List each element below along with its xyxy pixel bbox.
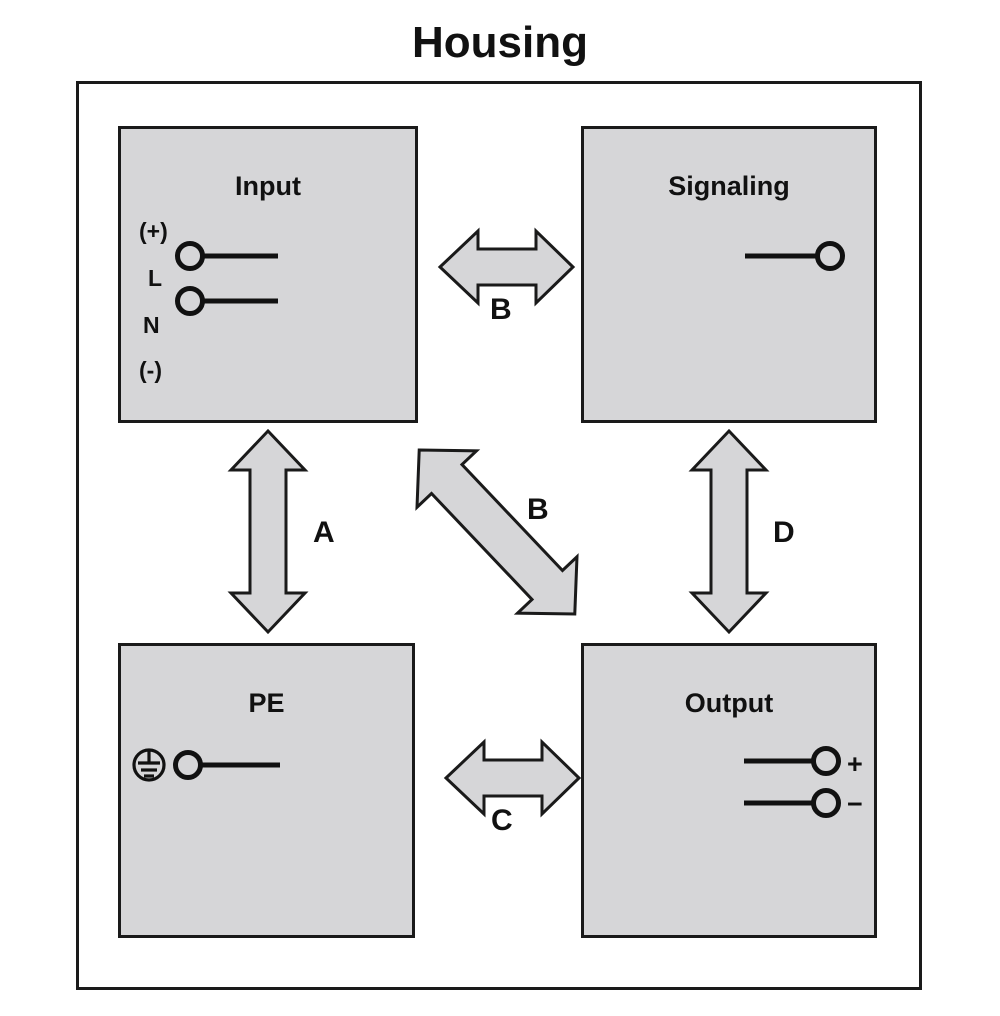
block-output[interactable]: Output + − <box>581 643 877 938</box>
page-title: Housing <box>412 18 588 67</box>
block-signaling-title: Signaling <box>668 171 790 201</box>
input-terminal-label-n: N <box>143 312 160 338</box>
output-terminal-graphics <box>744 746 841 818</box>
block-pe-title: PE <box>248 688 285 718</box>
input-terminal-label-minus: (-) <box>139 357 162 383</box>
arrow-label-b-top: B <box>490 293 512 326</box>
housing-boundary <box>76 81 922 990</box>
block-input[interactable]: Input (+) L N (-) <box>118 126 418 423</box>
block-pe[interactable]: PE <box>118 643 415 938</box>
output-terminal-label-negative: − <box>847 789 863 819</box>
arrow-label-d: D <box>773 516 795 549</box>
arrow-label-c: C <box>491 804 513 837</box>
block-signaling[interactable]: Signaling <box>581 126 877 423</box>
output-terminal-label-positive: + <box>847 749 863 779</box>
input-terminal-graphics <box>175 241 278 316</box>
block-input-title: Input <box>235 171 301 201</box>
pe-terminal-graphics <box>132 748 280 782</box>
arrow-label-b-diagonal: B <box>527 493 549 526</box>
block-output-title: Output <box>684 688 774 718</box>
protective-earth-icon <box>132 748 166 782</box>
signaling-terminal-graphics <box>745 241 845 271</box>
input-terminal-label-l: L <box>148 265 163 291</box>
arrow-label-a: A <box>313 516 335 549</box>
input-terminal-label-plus: (+) <box>139 218 168 244</box>
